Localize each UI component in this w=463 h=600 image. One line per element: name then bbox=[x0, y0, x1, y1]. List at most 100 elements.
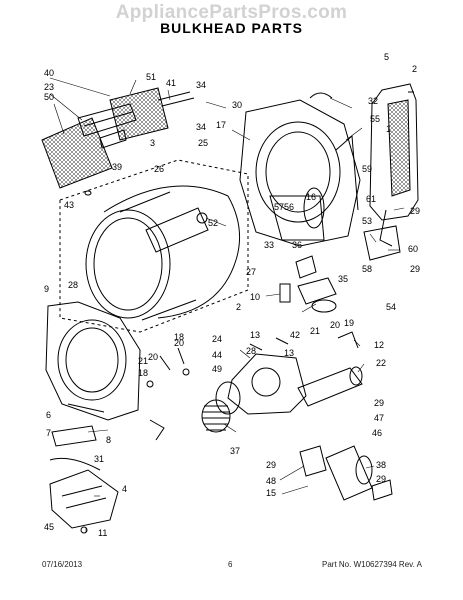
callout-20: 20 bbox=[330, 320, 340, 330]
thermistor-bracket bbox=[363, 225, 401, 261]
callout-12: 12 bbox=[374, 340, 384, 350]
part-10 bbox=[279, 283, 291, 303]
callout-leaders bbox=[49, 77, 405, 532]
clips-28 bbox=[249, 337, 289, 351]
callout-25: 25 bbox=[198, 138, 208, 148]
callout-39: 39 bbox=[112, 162, 122, 172]
callout-61: 61 bbox=[366, 194, 376, 204]
bracket-36 bbox=[295, 255, 317, 279]
front-bulkhead bbox=[45, 301, 141, 421]
callout-6: 6 bbox=[46, 410, 51, 420]
callout-37: 37 bbox=[230, 446, 240, 456]
callout-28: 28 bbox=[246, 346, 256, 356]
callout-10: 10 bbox=[250, 292, 260, 302]
callout-9: 9 bbox=[44, 284, 49, 294]
watermark: AppliancePartsPros.com bbox=[115, 2, 348, 23]
callout-35: 35 bbox=[338, 274, 348, 284]
lint-screen-outer bbox=[41, 117, 113, 189]
bracket-61 bbox=[379, 209, 393, 247]
callout-23: 23 bbox=[44, 82, 54, 92]
harness-55 bbox=[335, 134, 359, 211]
roller-20-b bbox=[146, 380, 154, 388]
callout-7: 7 bbox=[46, 428, 51, 438]
callout-60: 60 bbox=[408, 244, 418, 254]
callout-19: 19 bbox=[344, 318, 354, 328]
callout-43: 43 bbox=[64, 200, 74, 210]
callout-41: 41 bbox=[166, 78, 176, 88]
callout-21: 21 bbox=[138, 356, 148, 366]
callout-58: 58 bbox=[362, 264, 372, 274]
callout-29: 29 bbox=[374, 398, 384, 408]
callout-2: 2 bbox=[412, 64, 417, 74]
roller-20-a bbox=[182, 368, 190, 376]
rear-bulkhead bbox=[239, 99, 361, 247]
callout-52: 52 bbox=[208, 218, 218, 228]
callout-20: 20 bbox=[148, 352, 158, 362]
callout-42: 42 bbox=[290, 330, 300, 340]
duct-22 bbox=[297, 366, 363, 407]
callout-47: 47 bbox=[374, 413, 384, 423]
callout-45: 45 bbox=[44, 522, 54, 532]
callout-29: 29 bbox=[410, 264, 420, 274]
callout-17: 17 bbox=[216, 120, 226, 130]
callout-20: 20 bbox=[174, 338, 184, 348]
callout-33: 33 bbox=[264, 240, 274, 250]
callout-53: 53 bbox=[362, 216, 372, 226]
heater-duct bbox=[369, 83, 419, 221]
callout-24: 24 bbox=[212, 334, 222, 344]
callout-8: 8 bbox=[106, 435, 111, 445]
pulley-19 bbox=[311, 299, 337, 313]
bracket-35 bbox=[297, 277, 337, 305]
footer-date: 07/16/2013 bbox=[42, 560, 83, 569]
callout-28: 28 bbox=[68, 280, 78, 290]
callout-21: 21 bbox=[310, 326, 320, 336]
callout-59: 59 bbox=[362, 164, 372, 174]
page-title: BULKHEAD PARTS bbox=[160, 20, 303, 36]
callout-54: 54 bbox=[386, 302, 396, 312]
wire-32 bbox=[309, 92, 333, 99]
clip-31 bbox=[149, 419, 165, 441]
callout-3: 3 bbox=[150, 138, 155, 148]
callout-51: 51 bbox=[146, 72, 156, 82]
callout-57: 57 bbox=[274, 202, 284, 212]
bracket-48 bbox=[299, 445, 327, 477]
callout-30: 30 bbox=[232, 100, 242, 110]
callout-29: 29 bbox=[266, 460, 276, 470]
callout-44: 44 bbox=[212, 350, 222, 360]
callout-18: 18 bbox=[138, 368, 148, 378]
bracket-41 bbox=[157, 91, 195, 107]
callout-13: 13 bbox=[250, 330, 260, 340]
callout-34: 34 bbox=[196, 80, 206, 90]
roller-axles bbox=[159, 347, 185, 371]
footer-page-number: 6 bbox=[228, 560, 233, 569]
drum bbox=[85, 185, 241, 321]
screw-11 bbox=[80, 526, 88, 534]
callout-13: 13 bbox=[284, 348, 294, 358]
callout-38: 38 bbox=[376, 460, 386, 470]
callout-18: 18 bbox=[174, 332, 184, 342]
callout-55: 55 bbox=[370, 114, 380, 124]
callout-4: 4 bbox=[122, 484, 127, 494]
callout-50: 50 bbox=[44, 92, 54, 102]
callout-34: 34 bbox=[196, 122, 206, 132]
blower-housing bbox=[227, 353, 307, 415]
callout-26: 26 bbox=[154, 164, 164, 174]
callout-16: 16 bbox=[306, 192, 316, 202]
burner-tube-46 bbox=[325, 445, 373, 501]
blower-wheel-37 bbox=[201, 399, 231, 433]
callout-11: 11 bbox=[98, 528, 107, 538]
callout-46: 46 bbox=[372, 428, 382, 438]
igniter-38 bbox=[371, 479, 393, 501]
callout-56: 56 bbox=[284, 202, 294, 212]
callout-32: 32 bbox=[368, 96, 378, 106]
footer-part-number: Part No. W10627394 Rev. A bbox=[322, 560, 422, 569]
callout-29: 29 bbox=[376, 474, 386, 484]
callout-2: 2 bbox=[236, 302, 241, 312]
lint-screen-inner bbox=[77, 87, 169, 149]
callout-31: 31 bbox=[94, 454, 104, 464]
seal-49 bbox=[215, 381, 241, 415]
callout-15: 15 bbox=[266, 488, 276, 498]
callout-49: 49 bbox=[212, 364, 222, 374]
